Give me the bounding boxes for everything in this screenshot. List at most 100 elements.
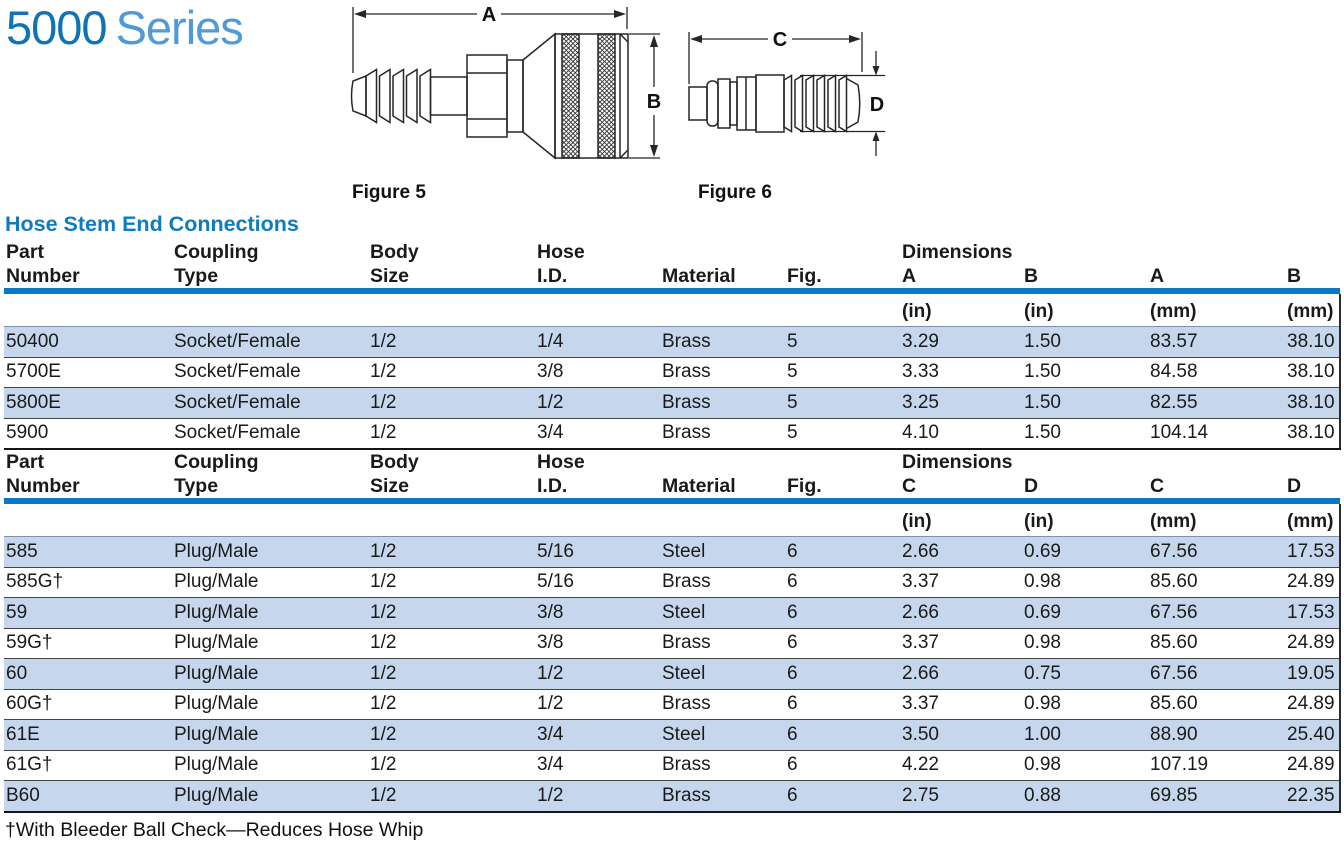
cell-hose-id: 5/16 xyxy=(535,536,660,568)
fig6-dimension-c xyxy=(688,32,863,84)
cell-dim1-in: 2.66 xyxy=(900,658,1022,690)
cell-dim2-mm: 38.10 xyxy=(1285,418,1342,450)
cell-dim2-mm: 38.10 xyxy=(1285,326,1342,358)
cell-dim1-mm: 69.85 xyxy=(1148,780,1285,813)
cell-hose-id: 3/4 xyxy=(535,750,660,781)
cell-coupling-type: Socket/Female xyxy=(172,387,368,419)
cell-dim1-in: 3.25 xyxy=(900,387,1022,419)
cell-coupling-type: Socket/Female xyxy=(172,357,368,388)
cell-body-size: 1/2 xyxy=(368,597,535,629)
fig5-dimension-a xyxy=(352,7,628,73)
section-title: Hose Stem End Connections xyxy=(5,212,299,236)
col-header: Part xyxy=(6,241,44,263)
col-header: I.D. xyxy=(537,265,568,287)
cell-dim2-in: 1.00 xyxy=(1022,719,1148,751)
cell-fig: 6 xyxy=(785,628,900,659)
cell-fig: 6 xyxy=(785,750,900,781)
unit-label: (mm) xyxy=(1285,504,1342,537)
cell-part-number: 585 xyxy=(4,536,172,568)
cell-dim2-in: 0.98 xyxy=(1022,567,1148,598)
cell-material: Brass xyxy=(660,689,785,720)
cell-dim2-mm: 38.10 xyxy=(1285,387,1342,419)
cell-fig: 5 xyxy=(785,418,900,450)
cell-fig: 6 xyxy=(785,536,900,568)
cell-part-number: 5700E xyxy=(4,357,172,388)
cell-dim2-mm: 24.89 xyxy=(1285,628,1342,659)
col-header: C xyxy=(902,475,917,497)
col-header: D xyxy=(1024,475,1039,497)
col-header: Body xyxy=(370,241,419,263)
cell-dim2-in: 1.50 xyxy=(1022,357,1148,388)
cell-dim1-in: 2.66 xyxy=(900,536,1022,568)
cell-dim2-mm: 24.89 xyxy=(1285,689,1342,720)
col-header: Material xyxy=(662,475,736,497)
cell-body-size: 1/2 xyxy=(368,719,535,751)
cell-material: Brass xyxy=(660,326,785,358)
cell-dim1-mm: 84.58 xyxy=(1148,357,1285,388)
cell-fig: 6 xyxy=(785,719,900,751)
cell-dim2-mm: 24.89 xyxy=(1285,750,1342,781)
col-header: A xyxy=(1150,265,1165,287)
cell-material: Brass xyxy=(660,567,785,598)
cell-coupling-type: Plug/Male xyxy=(172,689,368,720)
cell-part-number: 5800E xyxy=(4,387,172,419)
cell-dim2-mm: 17.53 xyxy=(1285,536,1342,568)
cell-hose-id: 3/8 xyxy=(535,597,660,629)
col-header-empty xyxy=(660,240,785,264)
cell-hose-id: 3/8 xyxy=(535,357,660,388)
cell-fig: 6 xyxy=(785,567,900,598)
unit-label: (mm) xyxy=(1285,294,1342,327)
col-header: Coupling xyxy=(174,451,259,473)
cell-dim2-in: 1.50 xyxy=(1022,326,1148,358)
col-header-empty xyxy=(785,240,900,264)
header-row-2: Number Type Size I.D. Material Fig. A B … xyxy=(4,264,1340,288)
cell-dim2-mm: 38.10 xyxy=(1285,357,1342,388)
dimensions-header: Dimensions xyxy=(902,241,1013,263)
cell-empty xyxy=(4,504,172,537)
cell-fig: 6 xyxy=(785,689,900,720)
cell-fig: 5 xyxy=(785,387,900,419)
header-row-2: Number Type Size I.D. Material Fig. C D … xyxy=(4,474,1340,498)
cell-part-number: 59 xyxy=(4,597,172,629)
cell-hose-id: 1/2 xyxy=(535,689,660,720)
cell-coupling-type: Plug/Male xyxy=(172,750,368,781)
header-row-1: Part Coupling Body Hose Dimensions xyxy=(4,240,1340,264)
cell-dim1-in: 2.66 xyxy=(900,597,1022,629)
cell-empty xyxy=(4,294,172,327)
cell-body-size: 1/2 xyxy=(368,326,535,358)
cell-empty xyxy=(660,504,785,537)
dim-label-b: B xyxy=(647,91,661,113)
units-row: (in) (in) (mm) (mm) xyxy=(4,504,1342,537)
cell-body-size: 1/2 xyxy=(368,536,535,568)
unit-label: (in) xyxy=(900,504,1022,537)
cell-dim2-mm: 19.05 xyxy=(1285,658,1342,690)
col-header: Material xyxy=(662,265,736,287)
cell-hose-id: 1/2 xyxy=(535,387,660,419)
figure-5-caption: Figure 5 xyxy=(352,182,426,203)
cell-empty xyxy=(172,504,368,537)
col-header: C xyxy=(1150,475,1165,497)
cell-empty xyxy=(660,294,785,327)
cell-body-size: 1/2 xyxy=(368,689,535,720)
cell-dim1-mm: 107.19 xyxy=(1148,750,1285,781)
dim-label-d: D xyxy=(870,94,884,116)
cell-dim1-mm: 83.57 xyxy=(1148,326,1285,358)
cell-material: Brass xyxy=(660,418,785,450)
cell-dim1-mm: 104.14 xyxy=(1148,418,1285,450)
series-number: 5000 xyxy=(6,1,108,54)
cell-empty xyxy=(535,504,660,537)
cell-coupling-type: Plug/Male xyxy=(172,658,368,690)
cell-material: Steel xyxy=(660,719,785,751)
series-word: Series xyxy=(115,1,244,54)
cell-coupling-type: Plug/Male xyxy=(172,567,368,598)
